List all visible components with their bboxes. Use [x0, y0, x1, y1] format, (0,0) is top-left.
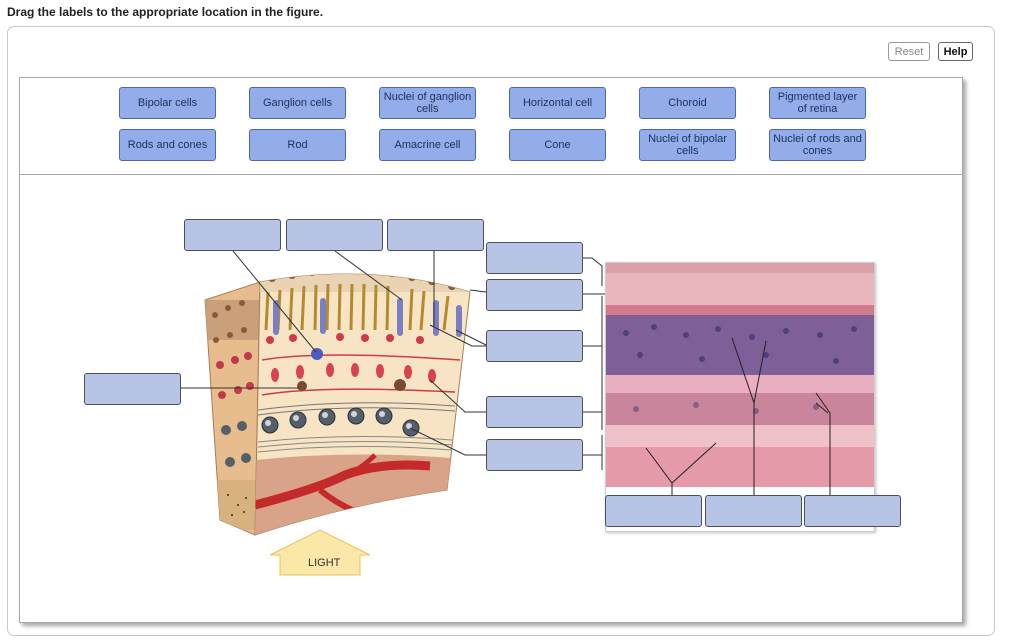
light-label: LIGHT: [308, 557, 341, 569]
reset-button[interactable]: Reset: [888, 42, 930, 61]
drop-target-5[interactable]: [486, 279, 583, 311]
instruction-text: Drag the labels to the appropriate locat…: [7, 5, 324, 19]
label-chip-choroid[interactable]: Choroid: [639, 87, 736, 119]
drop-target-7[interactable]: [84, 373, 181, 405]
drop-target-2[interactable]: [286, 219, 383, 251]
label-chip-nuclei-of-bipolar-cells[interactable]: Nuclei of bipolar cells: [639, 129, 736, 161]
drop-target-9[interactable]: [486, 439, 583, 471]
label-chip-pigmented-layer-of-retina[interactable]: Pigmented layer of retina: [769, 87, 866, 119]
label-chip-amacrine-cell[interactable]: Amacrine cell: [379, 129, 476, 161]
label-chip-bipolar-cells[interactable]: Bipolar cells: [119, 87, 216, 119]
drop-target-3[interactable]: [387, 219, 484, 251]
drop-target-11[interactable]: [705, 495, 802, 527]
label-chip-nuclei-of-rods-and-cones[interactable]: Nuclei of rods and cones: [769, 129, 866, 161]
label-chip-horizontal-cell[interactable]: Horizontal cell: [509, 87, 606, 119]
drop-target-6[interactable]: [486, 330, 583, 362]
drop-target-8[interactable]: [486, 396, 583, 428]
drop-target-1[interactable]: [184, 219, 281, 251]
label-chip-rod[interactable]: Rod: [249, 129, 346, 161]
drop-target-4[interactable]: [486, 242, 583, 274]
label-chip-ganglion-cells[interactable]: Ganglion cells: [249, 87, 346, 119]
label-chip-cone[interactable]: Cone: [509, 129, 606, 161]
label-chip-nuclei-of-ganglion-cells[interactable]: Nuclei of ganglion cells: [379, 87, 476, 119]
retina-micrograph: [605, 262, 875, 532]
drop-target-10[interactable]: [605, 495, 702, 527]
label-chip-rods-and-cones[interactable]: Rods and cones: [119, 129, 216, 161]
help-button[interactable]: Help: [938, 42, 973, 61]
label-bank-divider: [19, 174, 963, 175]
light-arrow-icon: [269, 529, 371, 576]
drop-target-12[interactable]: [804, 495, 901, 527]
